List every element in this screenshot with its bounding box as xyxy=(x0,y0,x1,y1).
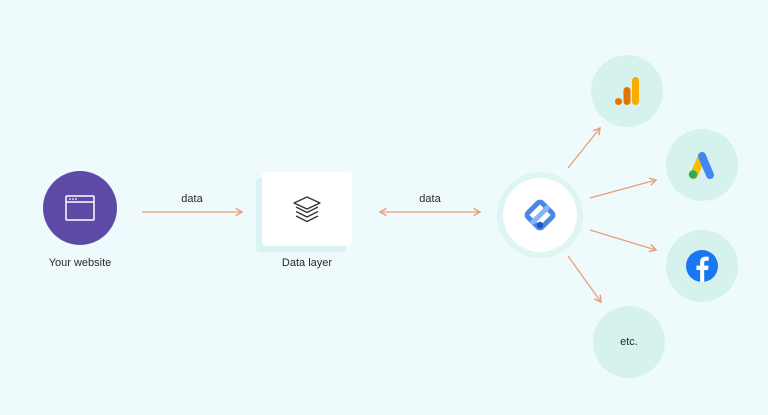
google-tag-manager-icon xyxy=(524,199,556,231)
browser-window-icon xyxy=(65,195,95,221)
tag-manager-node xyxy=(503,178,577,252)
etc-node: etc. xyxy=(593,306,665,378)
etc-label: etc. xyxy=(620,336,638,348)
facebook-icon xyxy=(686,250,718,282)
data-layer-label: Data layer xyxy=(281,257,333,269)
arrow-gtm-to-facebook xyxy=(589,229,658,253)
google-ads-node xyxy=(666,129,738,201)
layers-icon xyxy=(293,196,321,223)
data-layer-node xyxy=(262,172,352,246)
arrow-gtm-to-analytics xyxy=(567,126,601,169)
website-node xyxy=(43,171,117,245)
google-ads-icon xyxy=(688,152,714,179)
google-analytics-node xyxy=(591,55,663,127)
website-label: Your website xyxy=(48,257,112,269)
google-analytics-icon xyxy=(615,77,639,105)
facebook-node xyxy=(666,230,738,302)
edge-label-data-2: data xyxy=(419,193,441,205)
arrow-gtm-to-ads xyxy=(589,177,658,199)
arrow-gtm-to-etc xyxy=(567,255,602,304)
edge-label-data-1: data xyxy=(181,193,203,205)
